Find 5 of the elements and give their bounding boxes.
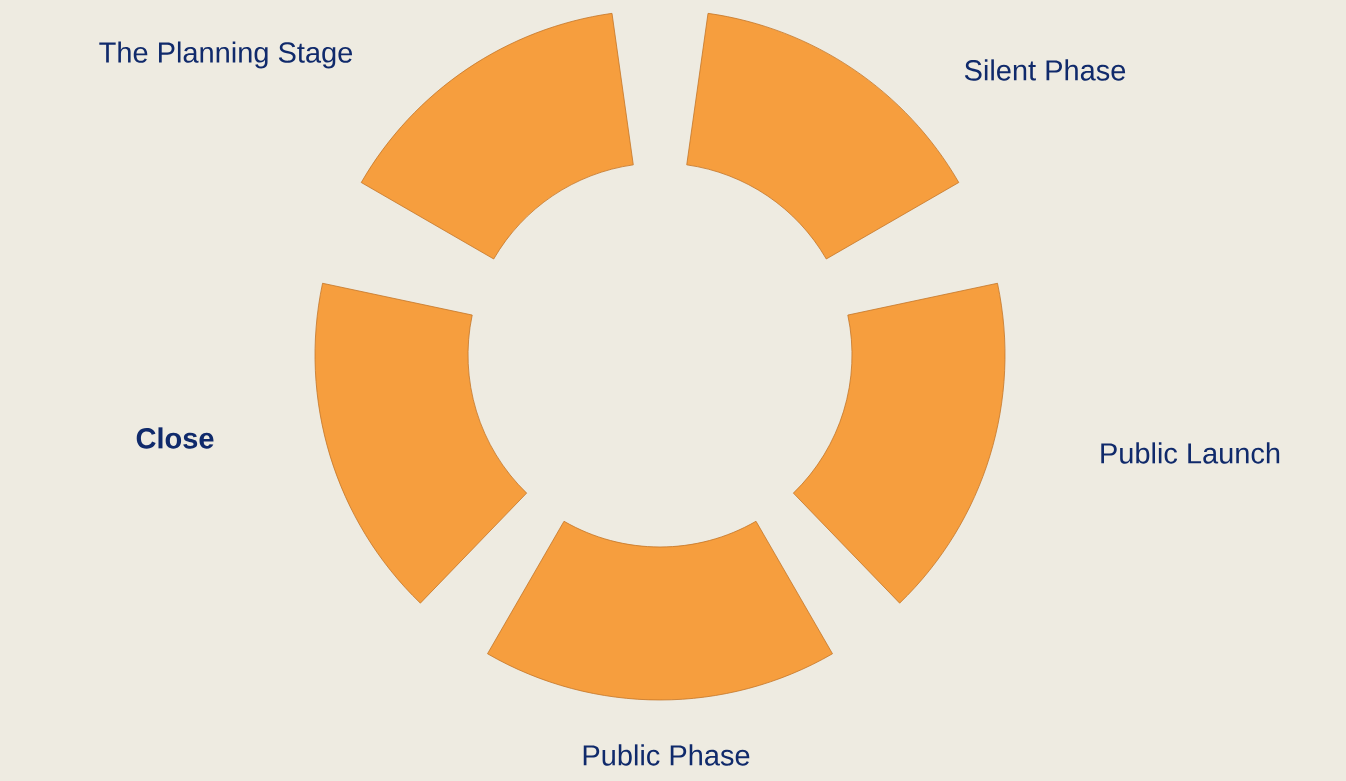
segment-label: The Planning Stage [99, 41, 353, 69]
segment-label: Close [136, 427, 214, 449]
segment-label: Public Phase [583, 744, 750, 766]
segment-label: Silent Phase [964, 59, 1126, 81]
segment-label: Public Launch [1101, 442, 1280, 464]
